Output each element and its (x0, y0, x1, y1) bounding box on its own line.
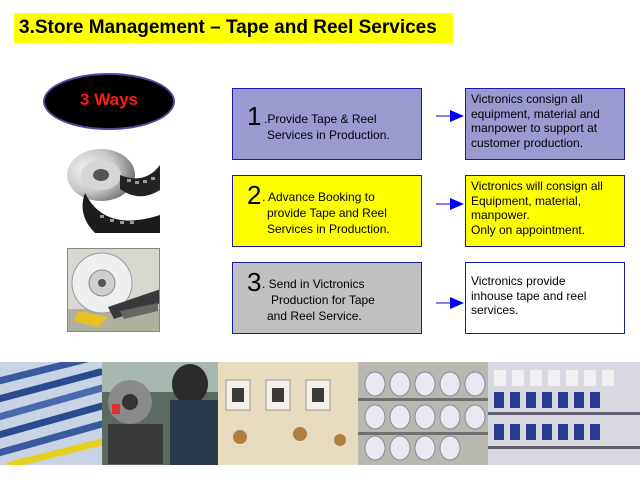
step-1-result-box: Victronics consign all equipment, materi… (465, 88, 625, 160)
step-2-result-text: Victronics will consign all Equipment, m… (471, 179, 603, 237)
step-1-number: 1 (247, 101, 262, 131)
step-2-box: 2 . Advance Booking to provide Tape and … (232, 175, 422, 247)
arrow-right-icon (436, 297, 464, 309)
step-1-line2: Services in Production. (267, 128, 390, 142)
step-2-result-box: Victronics will consign all Equipment, m… (465, 175, 625, 247)
step-3-line3: and Reel Service. (267, 309, 362, 323)
three-ways-label: 3 Ways (80, 89, 138, 109)
step-3-line2: Production for Tape (271, 293, 375, 307)
step-3-result-text: Victronics provide inhouse tape and reel… (471, 274, 587, 317)
step-3-box: 3 . Send in Victronics Production for Ta… (232, 262, 422, 334)
step-1-result-text: Victronics consign all equipment, materi… (471, 92, 600, 150)
step-3-result-box: Victronics provide inhouse tape and reel… (465, 262, 625, 334)
arrow-right-icon (436, 110, 464, 122)
step-2-number: 2 (247, 180, 262, 210)
step-3-number: 3 (247, 267, 262, 297)
step-2-line2: provide Tape and Reel (267, 206, 387, 220)
operator-machine-photo (102, 362, 218, 465)
step-2-line3: Services in Production. (267, 222, 390, 236)
reel-shelves-photo (488, 362, 640, 465)
step-3-line1: . Send in Victronics (262, 277, 365, 291)
three-ways-badge: 3 Ways (43, 73, 175, 130)
film-reel-photo (65, 145, 160, 233)
tape-reel-photo (67, 248, 160, 332)
photo-strip (0, 353, 640, 469)
step-2-line1: . Advance Booking to (262, 190, 375, 204)
step-1-line1: .Provide Tape & Reel (264, 112, 377, 126)
reel-rack-photo (358, 362, 488, 465)
step-1-box: 1 .Provide Tape & Reel Services in Produ… (232, 88, 422, 160)
page-title: 3.Store Management – Tape and Reel Servi… (14, 13, 453, 43)
components-tubes-photo (0, 353, 106, 469)
smd-components-photo (218, 362, 358, 465)
arrow-right-icon (436, 198, 464, 210)
